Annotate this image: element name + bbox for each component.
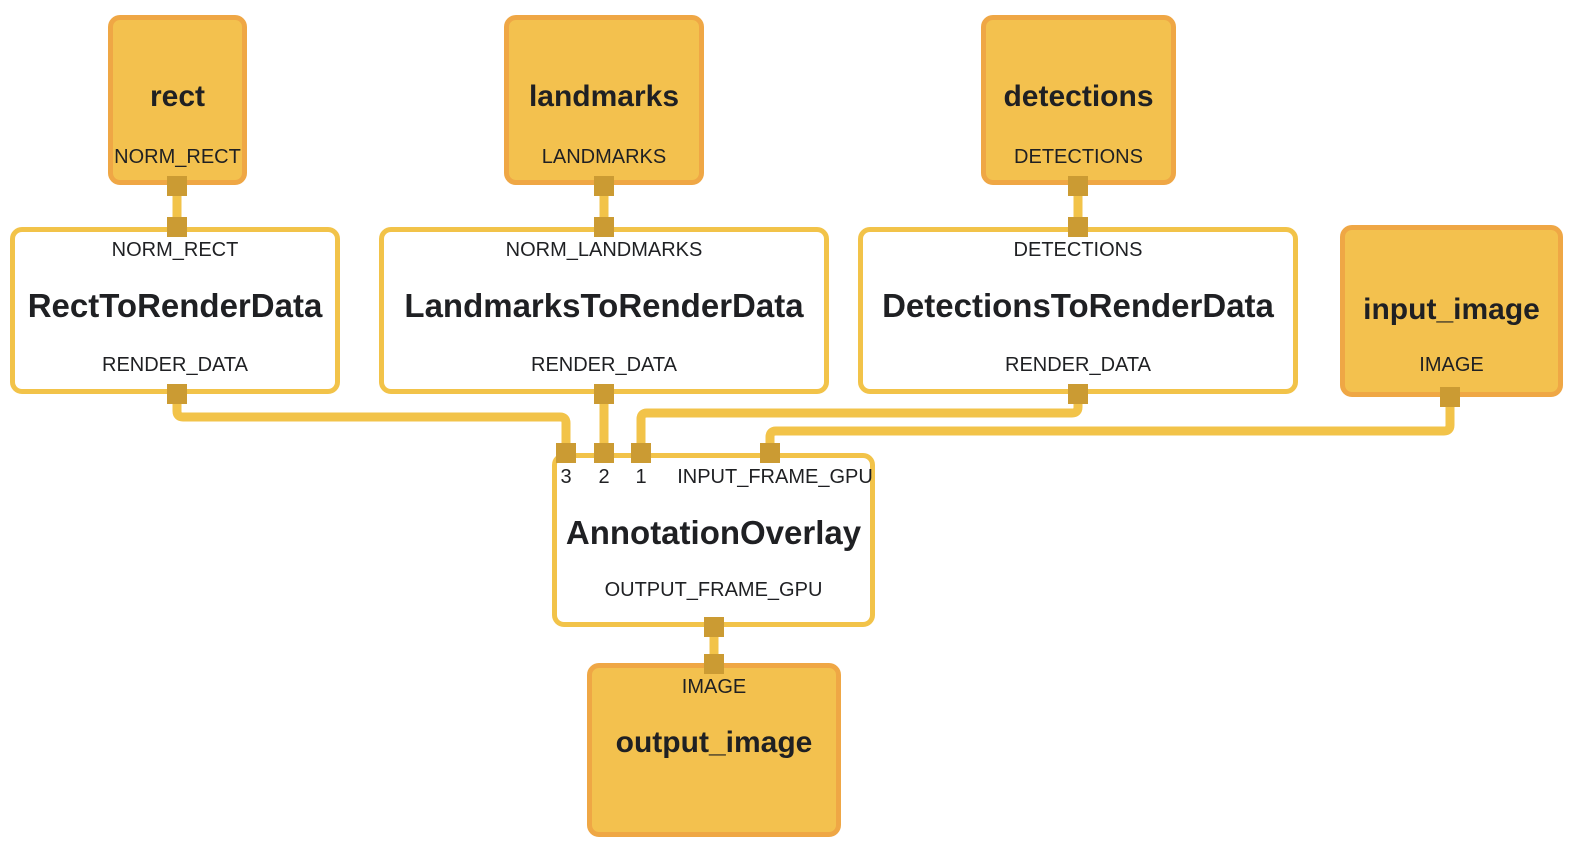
edge-renderdata-to-overlay-3 [172,394,571,453]
node-title: detections [1003,80,1154,113]
output-port-label: LANDMARKS [541,146,667,168]
node-annotation-overlay[interactable]: 3 2 1 INPUT_FRAME_GPU AnnotationOverlay … [552,453,875,627]
node-title: LandmarksToRenderData [404,287,804,324]
node-landmarks[interactable]: landmarks LANDMARKS [504,15,704,185]
node-output-image[interactable]: IMAGE output_image [587,663,841,837]
node-rect-to-render-data[interactable]: NORM_RECT RectToRenderData RENDER_DATA [10,227,340,394]
input-port-label-2: 2 [598,466,610,488]
node-title: output_image [615,726,813,759]
input-port-label: NORM_RECT [111,239,239,261]
edge-inputimage-to-overlay [765,397,1455,453]
input-port-label-3: 3 [560,466,572,488]
input-port-label-frame-gpu: INPUT_FRAME_GPU [677,466,873,488]
input-port-label: NORM_LANDMARKS [505,239,703,261]
node-rect[interactable]: rect NORM_RECT [108,15,247,185]
node-input-image[interactable]: input_image IMAGE [1340,225,1563,397]
node-detections[interactable]: detections DETECTIONS [981,15,1176,185]
output-port-label: RENDER_DATA [531,354,677,376]
output-port-label: RENDER_DATA [102,354,248,376]
node-landmarks-to-render-data[interactable]: NORM_LANDMARKS LandmarksToRenderData REN… [379,227,829,394]
node-title: rect [149,80,206,113]
output-port-label: DETECTIONS [1014,146,1143,168]
edge-renderdata-to-overlay-1 [636,394,1083,453]
input-port-label: DETECTIONS [1013,239,1143,261]
node-title: landmarks [528,80,680,113]
node-detections-to-render-data[interactable]: DETECTIONS DetectionsToRenderData RENDER… [858,227,1298,394]
output-port-label: OUTPUT_FRAME_GPU [604,579,823,601]
output-port-label: NORM_RECT [114,146,241,168]
input-port-label: IMAGE [681,676,747,698]
output-port-label: RENDER_DATA [1005,354,1151,376]
output-port-label: IMAGE [1419,354,1484,376]
node-title: DetectionsToRenderData [882,287,1274,324]
node-title: AnnotationOverlay [565,514,862,551]
input-port-label-1: 1 [635,466,647,488]
node-title: RectToRenderData [27,287,323,324]
node-title: input_image [1363,293,1540,326]
